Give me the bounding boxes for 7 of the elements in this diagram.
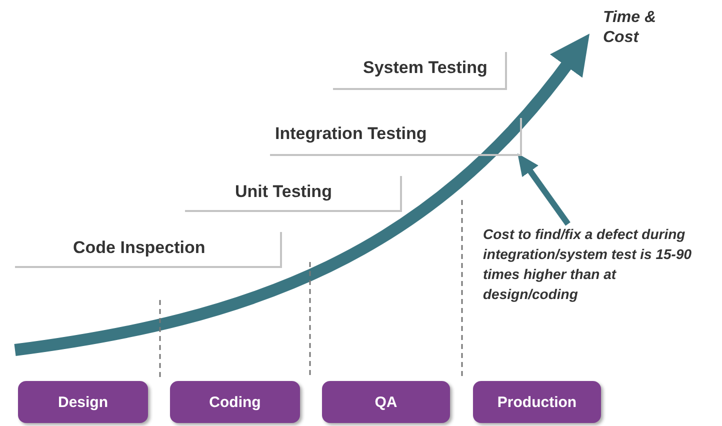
leader-arrow xyxy=(518,153,570,226)
axis-label: Time & Cost xyxy=(603,8,658,48)
stage-box: Coding xyxy=(170,381,300,423)
stage-box: QA xyxy=(322,381,450,423)
annotation-text: Cost to find/fix a defect during integration/system test is 15-90 times higher than at design/coding xyxy=(483,224,705,314)
stage-box: Production xyxy=(473,381,601,423)
stage-box: Design xyxy=(18,381,148,423)
